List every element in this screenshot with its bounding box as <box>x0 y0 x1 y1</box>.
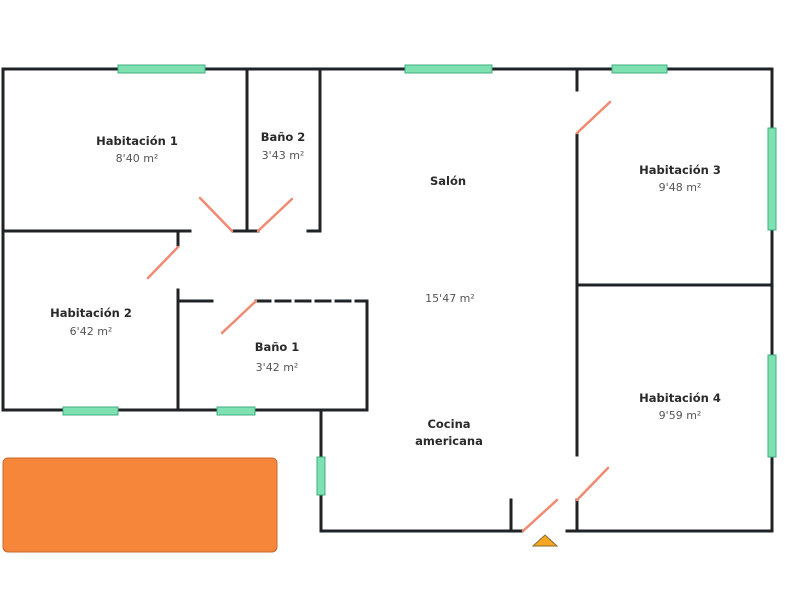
door <box>575 466 610 502</box>
door <box>146 245 180 280</box>
room-area: 15'47 m² <box>425 292 475 305</box>
room-name: Baño 2 <box>261 130 306 144</box>
room-area: 3'42 m² <box>256 361 299 374</box>
window <box>62 406 119 416</box>
room-name: Habitación 3 <box>639 163 721 177</box>
door <box>575 100 612 135</box>
room-area: 9'48 m² <box>659 181 702 194</box>
door <box>198 196 234 233</box>
terrace-area <box>2 457 278 553</box>
door <box>256 197 294 233</box>
entrance-arrow-icon <box>531 534 559 547</box>
room-area: 3'43 m² <box>262 149 305 162</box>
room-name: Habitación 4 <box>639 391 721 405</box>
room-area: 8'40 m² <box>116 152 159 165</box>
room-labels: Habitación 1 8'40 m² Baño 2 3'43 m² Saló… <box>50 130 721 448</box>
window <box>216 406 256 416</box>
room-name: Habitación 2 <box>50 306 132 320</box>
windows <box>62 64 777 496</box>
window <box>404 64 493 74</box>
window <box>611 64 668 74</box>
window <box>767 354 777 458</box>
entrance-door <box>521 498 559 533</box>
window <box>767 127 777 231</box>
window <box>117 64 206 74</box>
room-name: Baño 1 <box>255 340 300 354</box>
doors <box>146 100 612 533</box>
room-area: 9'59 m² <box>659 409 702 422</box>
room-area: 6'42 m² <box>70 325 113 338</box>
window <box>316 456 326 496</box>
room-name-line2: americana <box>415 434 483 448</box>
door <box>220 299 258 335</box>
room-name: Habitación 1 <box>96 134 178 148</box>
room-name: Cocina <box>427 417 470 431</box>
room-name: Salón <box>430 174 466 188</box>
